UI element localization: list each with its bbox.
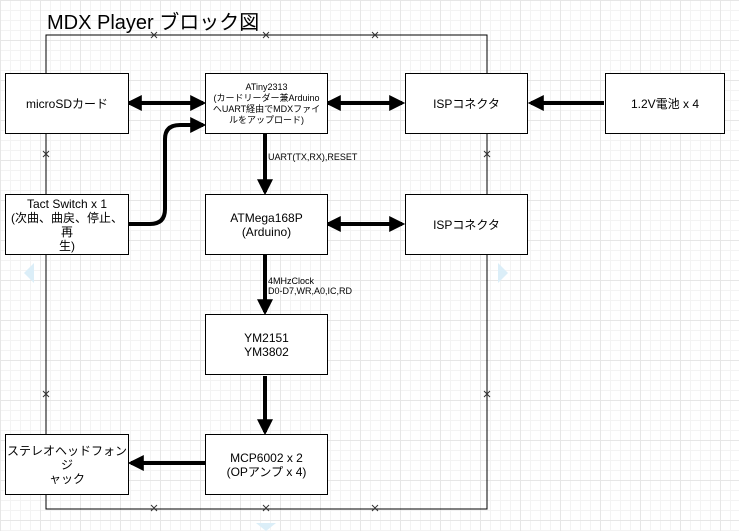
node-mcp[interactable]: MCP6002 x 2 (OPアンプ x 4)	[205, 434, 328, 495]
node-ym-label: YM2151 YM3802	[244, 330, 289, 359]
node-battery[interactable]: 1.2V電池 x 4	[605, 73, 725, 134]
node-isp-mid[interactable]: ISPコネクタ	[405, 194, 528, 255]
expand-right-icon[interactable]	[498, 263, 508, 283]
node-atmega-label: ATMega168P (Arduino)	[230, 210, 303, 239]
node-isp-mid-label: ISPコネクタ	[433, 217, 500, 232]
node-attiny-label: ATiny2313 (カードリーダー兼Arduino へUART経由でMDXファ…	[212, 81, 321, 125]
node-tact-switch-label: Tact Switch x 1 (次曲、曲戻、停止、再 生)	[11, 196, 123, 253]
node-mcp-label: MCP6002 x 2 (OPアンプ x 4)	[226, 450, 307, 479]
node-battery-label: 1.2V電池 x 4	[630, 96, 700, 111]
expand-down-icon[interactable]	[256, 523, 276, 531]
node-tact-switch[interactable]: Tact Switch x 1 (次曲、曲戻、停止、再 生)	[5, 194, 129, 255]
node-attiny[interactable]: ATiny2313 (カードリーダー兼Arduino へUART経由でMDXファ…	[205, 73, 328, 134]
node-headphone-jack[interactable]: ステレオヘッドフォンジ ャック	[5, 434, 129, 495]
node-atmega[interactable]: ATMega168P (Arduino)	[205, 194, 328, 255]
edge-tact-attiny[interactable]	[129, 117, 207, 226]
edge-label-clock: 4MHzClock D0-D7,WR,A0,IC,RD	[268, 276, 353, 296]
diagram-title: MDX Player ブロック図	[47, 12, 260, 34]
expand-left-icon[interactable]	[24, 263, 34, 283]
node-ym[interactable]: YM2151 YM3802	[205, 314, 328, 375]
node-isp-top[interactable]: ISPコネクタ	[405, 73, 528, 134]
selection-handles[interactable]	[42, 31, 491, 512]
node-isp-top-label: ISPコネクタ	[433, 96, 500, 111]
node-microsd[interactable]: microSDカード	[5, 73, 129, 134]
node-headphone-jack-label: ステレオヘッドフォンジ ャック	[6, 443, 127, 486]
edge-label-uart: UART(TX,RX),RESET	[268, 152, 358, 162]
node-microsd-label: microSDカード	[25, 96, 108, 111]
